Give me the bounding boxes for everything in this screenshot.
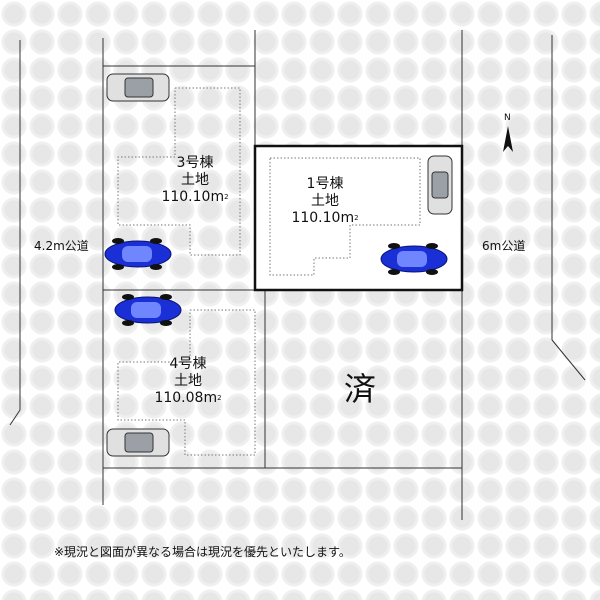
sold-mark: 済 xyxy=(344,370,377,408)
lot4-name: 4号棟 xyxy=(169,356,207,372)
lot1-label: 1号棟 土地 110.10m2 xyxy=(275,176,375,227)
lot3-name: 3号棟 xyxy=(176,155,214,171)
north-arrow-icon xyxy=(503,126,513,152)
lot1-name: 1号棟 xyxy=(306,176,344,192)
right-road-label: 6m公道 xyxy=(482,239,526,253)
car-blue-lot1 xyxy=(380,243,448,275)
disclaimer-note: ※現況と図面が異なる場合は現況を優先といたします。 xyxy=(54,545,351,559)
lot4-type: 土地 xyxy=(174,373,202,389)
lot1-type: 土地 xyxy=(311,193,339,209)
compass-label: N xyxy=(504,113,511,123)
car-blue-lot4 xyxy=(114,294,182,326)
car-gray-lot3 xyxy=(106,73,170,102)
lot3-area: 110.10m2 xyxy=(161,189,229,205)
lot3-footprint xyxy=(117,87,241,256)
lot3-label: 3号棟 土地 110.10m2 xyxy=(145,155,245,206)
car-gray-lot1 xyxy=(427,155,453,215)
car-blue-lot3 xyxy=(104,238,172,270)
lot1-footprint xyxy=(269,157,421,276)
lot3-type: 土地 xyxy=(181,172,209,188)
left-road-label: 4.2m公道 xyxy=(34,239,89,253)
lot4-footprint xyxy=(117,309,256,456)
lot1-area: 110.10m2 xyxy=(291,210,359,226)
car-gray-lot4 xyxy=(106,428,170,457)
lot4-area: 110.08m2 xyxy=(154,390,222,406)
lot4-label: 4号棟 土地 110.08m2 xyxy=(138,356,238,407)
